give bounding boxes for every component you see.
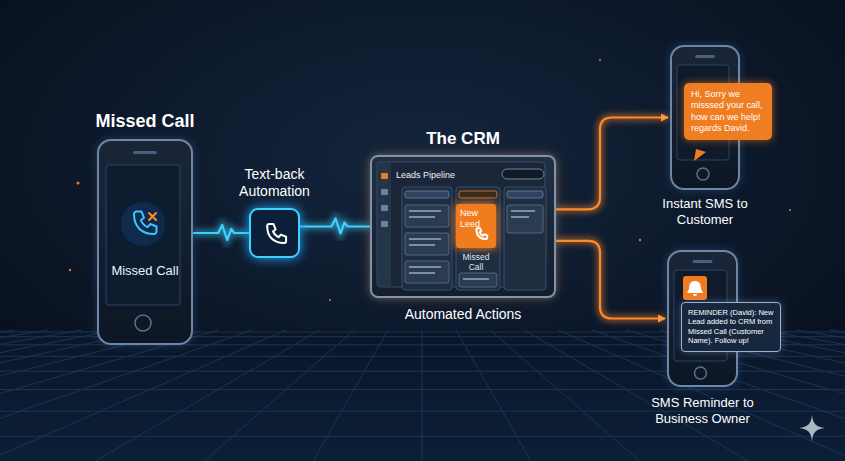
flow-connector <box>556 241 665 319</box>
flow-connector <box>193 225 249 240</box>
phone-device: Instant SMS to CustomerHi, Sorry we miss… <box>670 45 740 190</box>
phone-caption: Instant SMS to Customer <box>653 196 757 227</box>
column-header <box>507 191 543 198</box>
pipeline-title: Leads Pipeline <box>396 170 455 181</box>
phone-home-button <box>697 168 709 180</box>
sms-bubble: Hi, Sorry we misssed your call, how can … <box>684 83 772 140</box>
pipeline-card <box>405 261 449 283</box>
grid-line <box>0 330 286 461</box>
phone-device-art <box>99 141 191 343</box>
automation-icon-box: Text-back Automation <box>249 208 300 258</box>
card-line <box>511 210 535 212</box>
card-phone-icon <box>476 228 487 239</box>
sidebar <box>378 163 391 286</box>
lead-card: New LeedMissed Call <box>456 204 496 248</box>
missed-call-icon <box>134 212 157 235</box>
sidebar-icon <box>381 221 388 227</box>
grid-line <box>204 330 354 461</box>
flow-connector <box>300 219 370 234</box>
grid-line <box>0 330 184 461</box>
phone-heading: Missed Call <box>95 111 194 133</box>
grid-line <box>0 330 48 461</box>
sidebar-icon <box>381 173 388 179</box>
crm-heading: The CRM <box>426 129 500 149</box>
card-line <box>409 244 435 246</box>
automation-label: Text-back Automation <box>220 166 330 200</box>
column-header <box>405 191 449 198</box>
grid-line <box>0 330 150 461</box>
phone-screen <box>106 165 180 305</box>
phone-home-button <box>135 315 151 331</box>
pipeline-card <box>405 233 449 255</box>
decor-shape <box>386 167 387 168</box>
grid-line <box>0 330 82 461</box>
phone-speaker <box>693 260 713 263</box>
watermark-star <box>799 415 825 441</box>
sidebar-icon <box>381 189 388 195</box>
connector-glow <box>193 225 249 240</box>
grid-line <box>0 330 252 461</box>
pipeline-column <box>456 187 500 290</box>
grid-line <box>456 330 531 461</box>
card-line <box>409 238 441 240</box>
card-line <box>511 216 529 218</box>
sms-message: Hi, Sorry we misssed your call, how can … <box>691 89 765 134</box>
grid-line <box>313 330 388 461</box>
crm-tablet: The CRMLeads PipelineAutomated ActionsNe… <box>370 155 556 298</box>
crm-caption: Automated Actions <box>405 306 522 323</box>
grid-line <box>796 330 845 461</box>
grid-line <box>0 330 14 461</box>
automation-icon-box-art <box>251 210 298 256</box>
bell-badge <box>683 276 707 300</box>
grid-line <box>96 330 320 461</box>
connector-line <box>556 241 665 319</box>
missed-mark <box>149 213 156 220</box>
handset-icon <box>267 224 286 243</box>
handset-icon <box>134 212 157 235</box>
pipeline-card <box>459 273 497 287</box>
handset-icon <box>476 228 487 239</box>
pipeline-card <box>405 205 449 227</box>
connector-glow <box>300 219 370 234</box>
connector-line <box>300 219 370 234</box>
pipeline-card <box>507 205 543 233</box>
bell-icon <box>687 281 703 296</box>
phone-speaker <box>695 55 715 58</box>
phone-device: SMS Reminder to Business OwnerREMINDER (… <box>667 250 738 387</box>
grid-line <box>422 330 423 461</box>
connector-glow <box>556 241 665 319</box>
connector-glow <box>556 118 668 210</box>
card-line <box>409 266 441 268</box>
lead-card-source: Missed Call <box>455 252 497 272</box>
search-bar <box>502 169 544 179</box>
phone-device: Missed CallMissed Call <box>97 139 193 345</box>
column-header <box>459 191 497 198</box>
icon-glow <box>121 202 165 246</box>
reminder-bubble: REMINDER (David): New Lead added to CRM … <box>681 302 781 352</box>
connector-line <box>556 118 668 210</box>
card-line <box>463 278 489 280</box>
card-line <box>409 216 435 218</box>
card-line <box>409 272 435 274</box>
connector-line <box>193 225 249 240</box>
pipeline-column <box>504 187 546 290</box>
phone-caption: SMS Reminder to Business Owner <box>638 395 768 426</box>
lead-card-title: New Leed <box>460 208 494 230</box>
bubble-tail <box>694 149 706 161</box>
phone-home-button <box>695 367 707 379</box>
pipeline-column <box>402 187 452 290</box>
reminder-message: REMINDER (David): New Lead added to CRM … <box>688 308 774 346</box>
automation-icon <box>267 224 286 243</box>
flow-connector <box>556 118 668 210</box>
grid-line <box>830 330 845 461</box>
phone-screen-text: Missed Call <box>99 263 191 279</box>
card-line <box>409 210 441 212</box>
grid-line <box>490 330 640 461</box>
phone-speaker <box>133 151 157 154</box>
sidebar-icon <box>381 205 388 211</box>
